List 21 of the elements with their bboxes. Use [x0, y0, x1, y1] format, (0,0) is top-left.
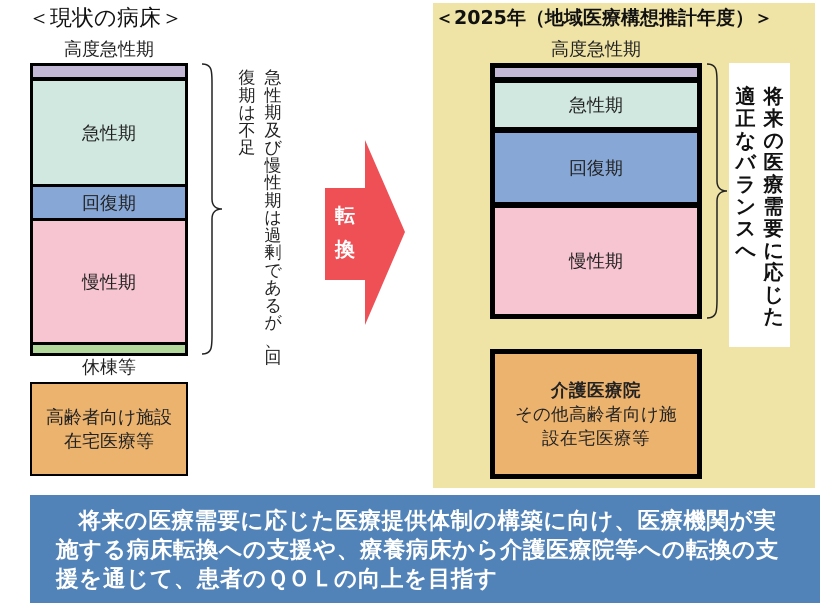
- segment-text: 急性期: [568, 94, 624, 117]
- segment-text: その他高齢者向け施設在宅医療等: [514, 404, 678, 450]
- segment-text: 回復期: [81, 192, 137, 214]
- section-heading: ＜現状の病床＞: [28, 5, 183, 33]
- vertical-note: 将来の医療需要に応じた適正なバランスへ: [734, 85, 784, 327]
- segment-text: 慢性期: [80, 270, 137, 294]
- banner-text: 将来の医療需要に応じた医療提供体制の構築に向け、医療機関が実施する病床転換への支援や、療養病床から介護医療院等への転換の支援を通じて、患者のＱＯＬの向上を目指す: [56, 507, 780, 594]
- segment-text: 急性期: [81, 122, 137, 144]
- banner: [30, 495, 820, 603]
- note-box: [729, 63, 790, 347]
- segment-label: 休棟等: [81, 357, 137, 379]
- segment-text: 回復期: [568, 156, 624, 180]
- panel-background: [433, 3, 815, 488]
- segment-heading: 介護医療院: [550, 380, 642, 402]
- arrow-text: 転換: [334, 202, 356, 263]
- panel-heading: ＜2025年（地域医療構想推計年度）＞: [435, 6, 773, 31]
- segment-label: 高度急性期: [550, 39, 642, 61]
- segment-text: 慢性期: [568, 250, 624, 273]
- segment-label: 高度急性期: [63, 39, 155, 61]
- segment-text: 高齢者向け施設在宅医療等: [45, 406, 173, 453]
- vertical-note: 急性期及び慢性期は過剰であるが、回復期は不足: [238, 70, 282, 370]
